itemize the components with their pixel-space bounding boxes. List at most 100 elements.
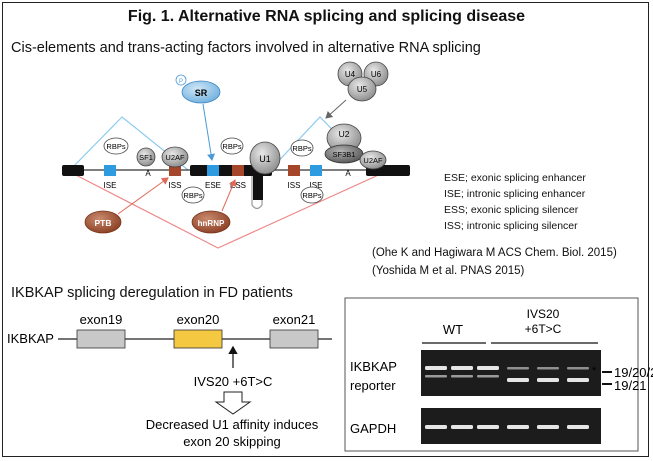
u1-hairpin bbox=[251, 176, 263, 210]
exon-left bbox=[62, 165, 84, 176]
u1-label: U1 bbox=[259, 154, 271, 164]
wt-label: WT bbox=[443, 322, 463, 337]
ikbkap-row-label: IKBKAP bbox=[350, 359, 397, 374]
legend-ise: ISE; intronic splicing enhancer bbox=[444, 188, 586, 200]
sr-label: SR bbox=[195, 88, 208, 98]
band-gapdh-6 bbox=[567, 425, 589, 429]
u2-label: U2 bbox=[339, 129, 350, 139]
u2af-left bbox=[161, 146, 189, 168]
gapdh-row-label: GAPDH bbox=[350, 421, 396, 436]
section-title-splicing: Cis-elements and trans-acting factors in… bbox=[11, 40, 481, 56]
element-ese bbox=[207, 165, 219, 176]
sf1 bbox=[136, 147, 156, 167]
exon20-box bbox=[173, 329, 223, 349]
band-label-skip: 19/21 bbox=[614, 378, 647, 393]
red-splice-line bbox=[69, 171, 386, 249]
gene-name-label: IKBKAP bbox=[7, 331, 54, 346]
label-ise-right: ISE bbox=[310, 181, 323, 190]
mutant-label-line1: IVS20 bbox=[527, 307, 560, 321]
sr-protein bbox=[181, 80, 221, 104]
consequence-line-1: Decreased U1 affinity induces bbox=[146, 417, 319, 432]
u-complex-arrow bbox=[325, 99, 347, 119]
rbps-right-bottom bbox=[300, 186, 324, 204]
mutant-label-line2: +6T>C bbox=[525, 322, 562, 336]
exon19-box bbox=[76, 329, 126, 349]
phospho-circle bbox=[175, 74, 187, 86]
phospho-label: P bbox=[179, 79, 183, 85]
band-wt1-full bbox=[425, 366, 447, 370]
band-mut3-skip bbox=[567, 378, 589, 382]
band-mut3-full bbox=[567, 367, 589, 370]
u2af-right bbox=[359, 150, 387, 170]
rbps-right-top bbox=[290, 139, 314, 157]
element-ise-right bbox=[310, 165, 322, 176]
band-gapdh-3 bbox=[477, 425, 499, 429]
reference-yoshida: (Yoshida M et al. PNAS 2015) bbox=[372, 265, 525, 277]
section-title-ikbkap: IKBKAP splicing deregulation in FD patie… bbox=[11, 285, 293, 301]
band-wt2-full bbox=[451, 366, 473, 370]
u1-stem bbox=[253, 170, 263, 200]
band-wt3-skip bbox=[477, 375, 499, 378]
sr-arrow bbox=[202, 103, 215, 161]
sf3b1-label: SF3B1 bbox=[333, 150, 356, 159]
figure-border bbox=[2, 2, 649, 457]
ptb-protein bbox=[84, 210, 122, 234]
rbps-middle-bottom bbox=[181, 186, 205, 204]
ikbkap-gel bbox=[421, 350, 601, 396]
band-mut2-skip bbox=[537, 378, 559, 382]
band-gapdh-2 bbox=[451, 425, 473, 429]
u2af-right-label: U2AF bbox=[363, 156, 383, 165]
hnrnp-protein bbox=[191, 210, 231, 234]
band-star: * bbox=[592, 365, 597, 377]
label-ise-left: ISE bbox=[104, 181, 117, 190]
gel-bands bbox=[425, 366, 589, 429]
exon19-label: exon19 bbox=[80, 312, 123, 327]
ptb-arrow bbox=[117, 177, 169, 215]
exon20-label: exon20 bbox=[177, 312, 220, 327]
element-ise-left bbox=[104, 165, 116, 176]
rbps-middle-top-label: RBPs bbox=[222, 142, 241, 151]
u5-snrnp bbox=[347, 76, 377, 102]
figure-title: Fig. 1. Alternative RNA splicing and spl… bbox=[127, 8, 526, 25]
label-iss-left: ISS bbox=[169, 181, 182, 190]
band-gapdh-1 bbox=[425, 425, 447, 429]
label-branch-a-right: A bbox=[345, 169, 351, 178]
band-mut2-full bbox=[537, 367, 559, 370]
legend-ese: ESE; exonic splicing enhancer bbox=[444, 172, 586, 184]
band-wt3-full bbox=[477, 366, 499, 370]
element-iss-right bbox=[288, 165, 300, 176]
u4-label: U4 bbox=[345, 70, 356, 79]
legend-ess: ESS; exonic splicing silencer bbox=[444, 204, 579, 216]
mutation-label: IVS20 +6T>C bbox=[194, 374, 273, 389]
rbps-left-label: RBPs bbox=[106, 142, 125, 151]
band-gapdh-4 bbox=[507, 425, 529, 429]
element-iss-left bbox=[169, 165, 181, 176]
sf1-label: SF1 bbox=[139, 153, 153, 162]
label-iss-right: ISS bbox=[288, 181, 301, 190]
rbps-middle-top bbox=[220, 137, 244, 155]
rbps-right-top-label: RBPs bbox=[292, 144, 311, 153]
reference-ohe: (Ohe K and Hagiwara M ACS Chem. Biol. 20… bbox=[372, 247, 617, 259]
band-mut1-full bbox=[507, 367, 529, 370]
exon21-label: exon21 bbox=[273, 312, 316, 327]
hnrnp-arrow bbox=[221, 179, 237, 212]
band-label-full: 19/20/21 bbox=[614, 365, 653, 380]
band-mut1-skip bbox=[507, 378, 529, 382]
band-wt2-skip bbox=[451, 375, 473, 378]
legend-iss: ISS; intronic splicing silencer bbox=[444, 220, 578, 232]
rbps-left bbox=[103, 137, 129, 155]
u6-label: U6 bbox=[371, 70, 382, 79]
consequence-line-2: exon 20 skipping bbox=[183, 434, 281, 449]
exon21-box bbox=[269, 329, 319, 349]
ptb-label: PTB bbox=[95, 218, 112, 228]
label-ese: ESE bbox=[205, 181, 221, 190]
hnrnp-label: hnRNP bbox=[198, 219, 225, 228]
rbps-middle-bottom-label: RBPs bbox=[183, 191, 202, 200]
element-labels: ISE A ISS ESE ESS ISS ISE A bbox=[104, 169, 352, 190]
band-gapdh-5 bbox=[537, 425, 559, 429]
u5-label: U5 bbox=[357, 85, 368, 94]
element-ess bbox=[232, 165, 244, 176]
rbps-right-bottom-label: RBPs bbox=[302, 191, 321, 200]
